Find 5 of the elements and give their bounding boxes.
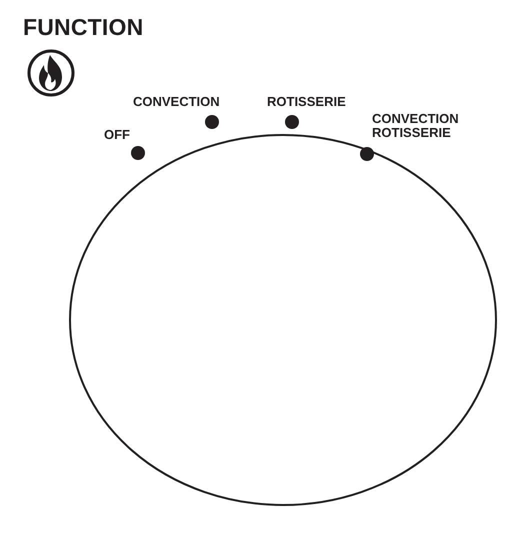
setting-label: CONVECTION ROTISSERIE bbox=[372, 112, 460, 140]
title: FUNCTION bbox=[23, 14, 144, 41]
setting-label: ROTISSERIE bbox=[267, 95, 346, 109]
setting-label: CONVECTION bbox=[133, 95, 220, 109]
setting-label: OFF bbox=[104, 128, 130, 142]
